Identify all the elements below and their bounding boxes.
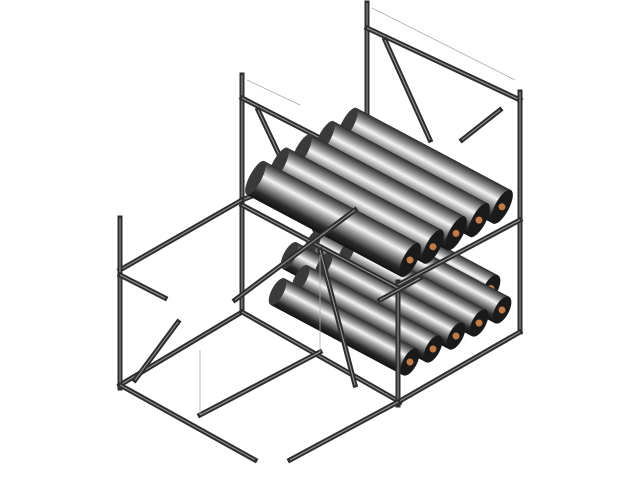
roll-body	[270, 278, 418, 376]
roll-core	[429, 345, 437, 353]
roll-core	[498, 203, 506, 211]
roll-body	[316, 252, 464, 350]
extension-arm-lower-highlight	[134, 321, 179, 381]
left-fork-highlight	[119, 384, 256, 461]
guide-line	[371, 7, 516, 81]
upper-shelf-arm-highlight	[379, 277, 421, 301]
lower-rear-beam-highlight	[241, 311, 401, 403]
roll-back-end	[268, 278, 287, 306]
roll-back-end	[245, 160, 266, 195]
extension-upper-beam-highlight	[119, 199, 243, 271]
roll-core	[475, 216, 483, 224]
base-cross-beam-highlight	[199, 351, 321, 416]
roll-stack	[245, 107, 513, 376]
front-diagonal-brace-2-highlight	[234, 209, 356, 301]
rear-diagonal-brace-highlight	[384, 39, 431, 141]
roll-core	[498, 306, 506, 314]
roll-core	[406, 256, 414, 264]
roll-body	[339, 239, 487, 337]
guide-line	[246, 79, 301, 106]
roll-core	[475, 319, 483, 327]
rear-diagonal-brace-2-highlight	[461, 109, 501, 141]
upper-front-beam-highlight	[397, 219, 521, 286]
roll-core	[406, 358, 414, 366]
upper-side-front-beam-highlight	[241, 204, 399, 289]
extension-arm-upper-highlight	[119, 274, 166, 299]
roll-core	[452, 229, 460, 237]
roll-body	[246, 161, 419, 277]
roll-core	[452, 332, 460, 340]
roll	[268, 278, 420, 376]
top-rear-beam-highlight	[366, 27, 521, 101]
front-diagonal-brace-highlight	[319, 249, 356, 386]
lower-front-beam-highlight	[397, 331, 521, 403]
roll	[245, 160, 421, 278]
top-left-beam-highlight	[241, 97, 321, 139]
roll-core	[429, 243, 437, 251]
rack-front-frame	[116, 89, 524, 464]
right-fork-highlight	[289, 401, 399, 461]
